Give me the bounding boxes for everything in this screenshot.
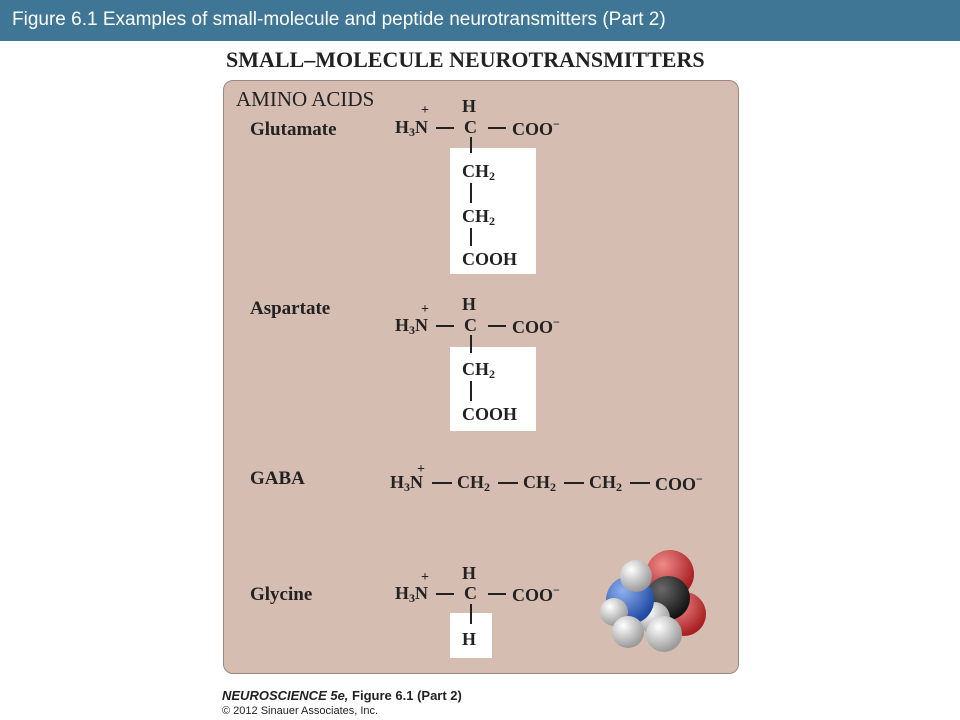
plus-charge: + <box>421 103 429 118</box>
plus-charge: + <box>417 462 425 477</box>
book-title: NEUROSCIENCE 5e, <box>222 688 349 703</box>
carboxylate-group: COO− <box>512 583 560 605</box>
carboxylate-group: COO− <box>512 117 560 139</box>
hydrogen-atom: H <box>462 96 477 116</box>
bond-line <box>436 593 454 595</box>
ammonium-group: H3N <box>390 472 424 494</box>
bond-line <box>470 137 472 153</box>
aspartate-label: Aspartate <box>250 298 331 319</box>
bond-line <box>488 325 506 327</box>
carboxylic-acid-group: COOH <box>462 404 518 424</box>
ammonium-group: H3N <box>395 583 429 605</box>
ammonium-group: H3N <box>395 117 429 139</box>
alpha-carbon: C <box>464 583 477 603</box>
bond-line <box>436 325 454 327</box>
methylene-group: CH2 <box>462 161 495 183</box>
bond-line <box>436 127 454 129</box>
bond-line <box>470 381 472 401</box>
bond-line <box>488 593 506 595</box>
figure-heading: SMALL–MOLECULE NEUROTRANSMITTERS <box>226 47 705 72</box>
alpha-carbon: C <box>464 117 477 137</box>
glycine-label: Glycine <box>250 584 313 605</box>
plus-charge: + <box>421 570 429 585</box>
bond-line <box>630 482 650 484</box>
hydrogen-atom: H <box>462 294 477 314</box>
bond-line <box>488 127 506 129</box>
hydrogen-atom: H <box>462 629 477 649</box>
carboxylic-acid-group: COOH <box>462 249 518 269</box>
methylene-group: CH2 <box>523 472 556 494</box>
hydrogen-atom-sphere <box>612 616 644 648</box>
slide-title: Figure 6.1 Examples of small-molecule an… <box>12 9 666 30</box>
glycine-space-filling-model <box>600 550 706 652</box>
figure-credit: NEUROSCIENCE 5e, Figure 6.1 (Part 2) <box>222 688 462 703</box>
carboxylate-group: COO− <box>655 472 703 494</box>
methylene-group: CH2 <box>457 472 490 494</box>
side-chain-highlight <box>450 148 536 274</box>
bond-line <box>498 482 518 484</box>
hydrogen-atom-sphere <box>646 616 682 652</box>
title-bar: Figure 6.1 Examples of small-molecule an… <box>0 0 960 41</box>
hydrogen-atom: H <box>462 563 477 583</box>
section-label: AMINO ACIDS <box>236 87 375 111</box>
bond-line <box>470 335 472 353</box>
bond-line <box>470 228 472 246</box>
methylene-group: CH2 <box>589 472 622 494</box>
figure-reference: Figure 6.1 (Part 2) <box>352 688 462 703</box>
plus-charge: + <box>421 302 429 317</box>
glutamate-label: Glutamate <box>250 119 337 140</box>
alpha-carbon: C <box>464 315 477 335</box>
bond-line <box>470 183 472 203</box>
bond-line <box>432 482 452 484</box>
bond-line <box>564 482 584 484</box>
gaba-label: GABA <box>250 468 305 489</box>
carboxylate-group: COO− <box>512 315 560 337</box>
methylene-group: CH2 <box>462 206 495 228</box>
ammonium-group: H3N <box>395 315 429 337</box>
methylene-group: CH2 <box>462 359 495 381</box>
hydrogen-atom-sphere <box>620 560 652 592</box>
side-chain-highlight <box>450 347 536 431</box>
bond-line <box>470 604 472 624</box>
copyright-notice: © 2012 Sinauer Associates, Inc. <box>222 705 379 717</box>
